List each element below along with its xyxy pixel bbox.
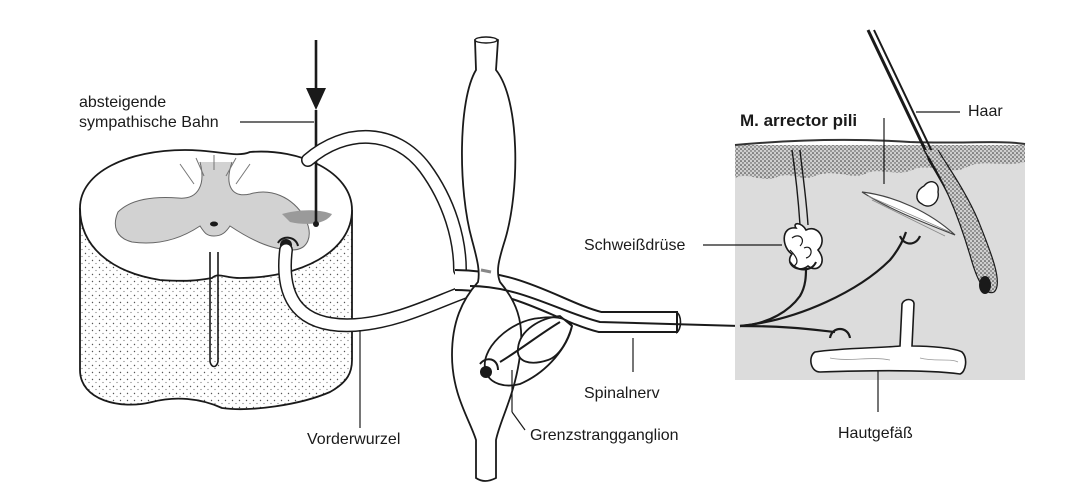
skin-section (735, 30, 1025, 380)
label-hautgefaess: Hautgefäß (838, 424, 913, 443)
label-absteigende: absteigende (79, 93, 166, 112)
label-schweissdruese: Schweißdrüse (584, 236, 685, 255)
label-sympathische-bahn: sympathische Bahn (79, 113, 219, 132)
label-vorderwurzel: Vorderwurzel (307, 430, 400, 449)
postganglionic-neuron-icon (480, 366, 492, 378)
label-m-arrector-pili: M. arrector pili (740, 111, 857, 130)
label-haar: Haar (968, 102, 1003, 121)
label-grenzstrangganglion: Grenzstrangganglion (530, 426, 679, 445)
central-canal (210, 222, 218, 227)
spinal-cord (80, 150, 352, 409)
label-spinalnerv: Spinalnerv (584, 384, 660, 403)
down-arrow-icon (306, 88, 326, 110)
